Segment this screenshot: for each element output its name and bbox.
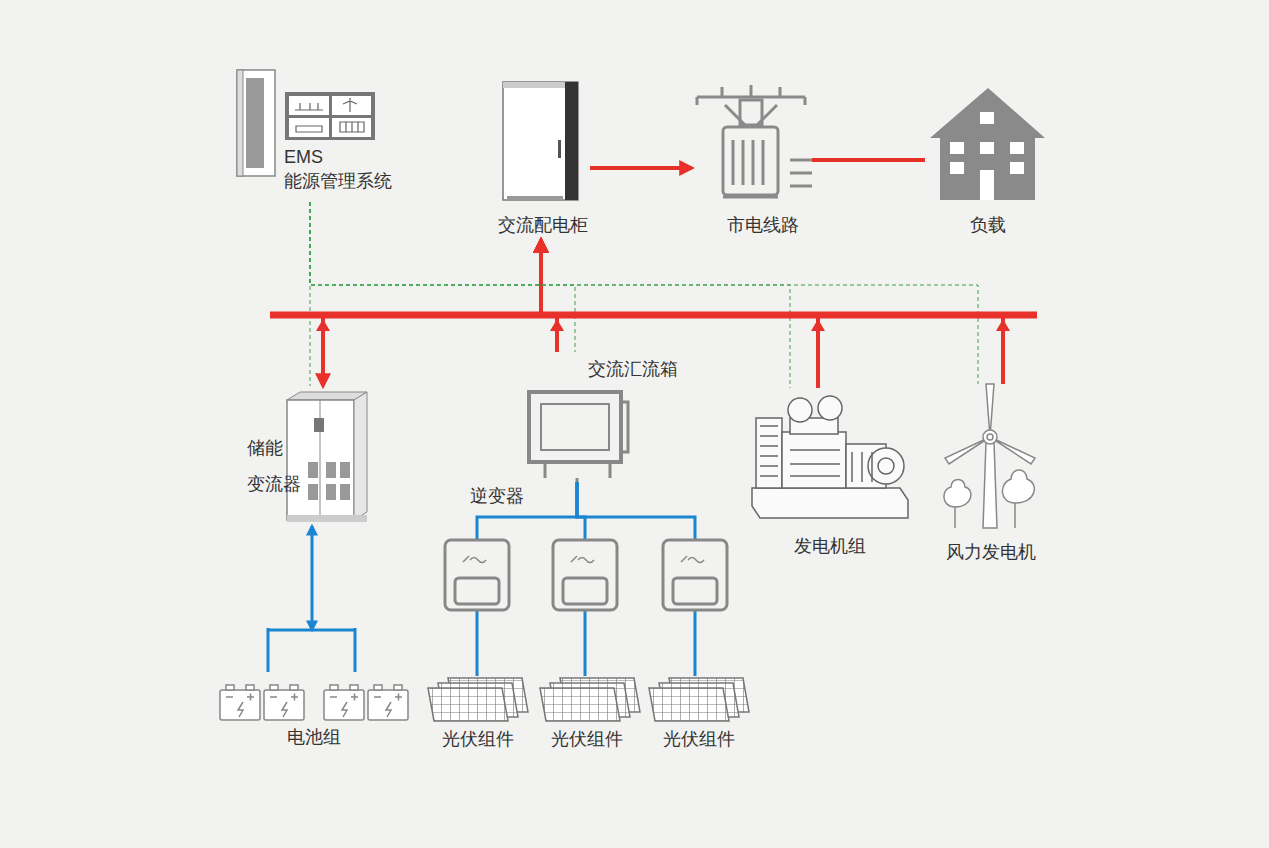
pv-panel-icons [428,678,749,721]
control-link [310,202,311,386]
component-node: 交流配电柜 [496,80,590,240]
component-node: 光伏组件 [646,676,751,756]
component-label: 光伏组件 [537,728,637,751]
ems-icon [237,70,375,176]
component-node: 光伏组件 [537,676,637,756]
distribution-cabinet-icon [503,82,578,200]
component-node: 市电线路 [692,80,812,240]
component-node: 光伏组件 [425,676,530,756]
component-node: EMS能源管理系统 [232,66,404,202]
component-label: 光伏组件 [646,728,751,751]
power-line [590,166,692,170]
component-label: 发电机组 [750,535,910,558]
component-node: 负载 [925,85,1050,240]
component-node: 储能 变流器 [245,386,370,526]
component-label: 市电线路 [718,214,808,237]
component-node: 风力发电机 [938,384,1044,568]
inverter-icons [445,540,727,610]
storage-converter-icon [287,392,367,522]
component-label: EMS [284,146,344,169]
power-line [311,526,314,630]
control-link [310,202,978,384]
load-house-icon [930,88,1045,200]
component-node: 电池组 [215,630,413,756]
power-line [541,240,557,352]
component-label: 风力发电机 [938,541,1044,564]
combiner-wire [576,482,579,517]
component-label: 能源管理系统 [284,170,402,193]
bus-arrowheads [316,319,1010,331]
power-line [812,158,925,162]
component-label: 光伏组件 [425,728,530,751]
component-node: 发电机组 [750,388,910,563]
control-link [310,202,790,388]
battery-wires [268,628,355,672]
component-label: 电池组 [215,726,413,749]
generator-icon [752,396,908,518]
utility-pole-icon [697,85,812,197]
component-label: 交流汇流箱 [588,358,692,381]
ac-bus [270,312,1037,319]
component-node: 交流汇流箱 [522,352,692,482]
group-label: 逆变器 [470,485,524,508]
component-label: 交流配电柜 [496,214,590,237]
battery-icons [220,685,408,720]
combiner-box-icon [529,392,628,482]
component-label: 负载 [925,214,1050,237]
wind-turbine-icon [944,384,1035,528]
component-label: 储能 变流器 [247,430,305,502]
